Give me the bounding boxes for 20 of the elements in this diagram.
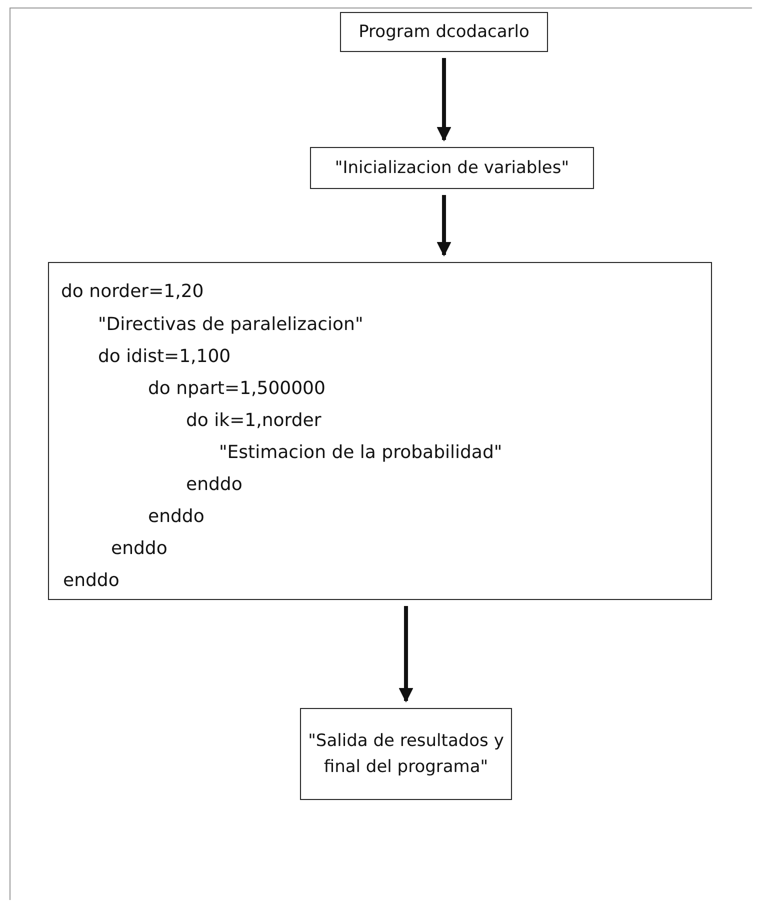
process-box: [340, 12, 548, 52]
arrow: [398, 606, 414, 702]
code-line: enddo: [186, 474, 242, 496]
code-line: "Estimacion de la probabilidad": [219, 442, 502, 464]
process-box: [310, 147, 594, 189]
code-line: do npart=1,500000: [148, 378, 326, 400]
code-line: do norder=1,20: [61, 281, 204, 303]
arrow: [436, 195, 452, 256]
code-line: do ik=1,norder: [186, 410, 322, 432]
process-box: [300, 708, 512, 800]
code-line: do idist=1,100: [98, 346, 231, 368]
code-line: "Directivas de paralelizacion": [98, 314, 364, 336]
box-label: "Salida de resultados y final del programa": [307, 730, 505, 779]
arrow: [436, 58, 452, 142]
code-line: enddo: [148, 506, 204, 528]
code-line: enddo: [63, 570, 120, 592]
box-label: "Inicializacion de variables": [334, 157, 570, 180]
code-line: enddo: [111, 538, 168, 560]
process-box: [48, 262, 712, 600]
box-label: Program dcodacarlo: [358, 21, 530, 44]
